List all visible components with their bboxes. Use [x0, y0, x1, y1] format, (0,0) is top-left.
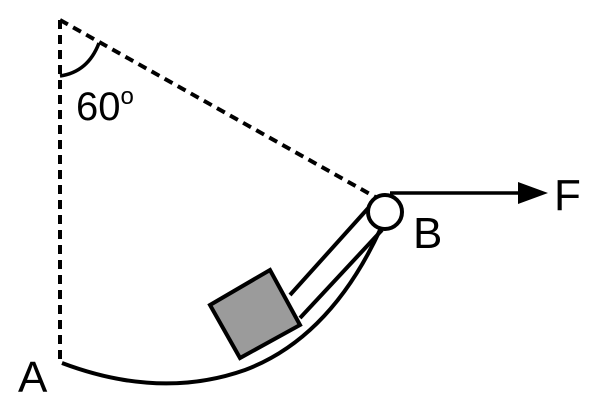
block — [207, 267, 303, 361]
radius-dashed-line — [59, 18, 378, 200]
string-right-edge — [298, 228, 384, 320]
angle-arc — [59, 42, 101, 78]
angle-value: 60 — [76, 85, 121, 129]
point-a-label: A — [18, 353, 48, 402]
angle-degree-mark: o — [121, 83, 134, 110]
string-left-edge — [288, 203, 373, 297]
force-label: F — [554, 171, 581, 220]
angle-label: 60o — [76, 83, 134, 129]
force-arrowhead — [518, 182, 548, 204]
point-b-label: B — [413, 209, 442, 258]
pulley — [366, 193, 404, 231]
circular-track — [61, 229, 382, 386]
